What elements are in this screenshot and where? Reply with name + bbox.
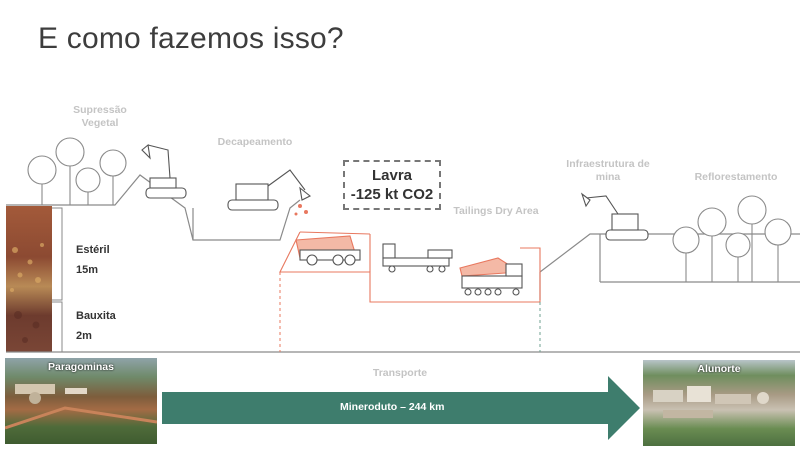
page-title: E como fazemos isso?: [38, 22, 344, 55]
pipeline-label: Mineroduto – 244 km: [340, 401, 445, 413]
stage-supressao-vegetal: Supressão Vegetal: [73, 104, 127, 129]
lavra-box: Lavra -125 kt CO2: [343, 160, 441, 210]
paragominas-scene: [5, 384, 157, 430]
trees-right: [672, 195, 792, 282]
lavra-value: -125 kt CO2: [350, 186, 434, 203]
stage-decapeamento: Decapeamento: [217, 136, 293, 148]
paragominas-photo: Paragominas: [5, 358, 157, 444]
dump-truck: [295, 235, 361, 266]
trees-left: [27, 137, 127, 205]
ore-particles: [294, 204, 308, 216]
transport-label: Transporte: [372, 367, 428, 379]
esteril-label: Estéril: [76, 244, 110, 256]
lavra-title: Lavra: [371, 167, 413, 184]
soil-brackets: [52, 207, 63, 353]
esteril-depth: 15m: [76, 264, 99, 276]
soil-column: [6, 206, 52, 352]
stage-reflorestamento: Reflorestamento: [694, 171, 778, 183]
pipeline-arrow: [162, 376, 640, 440]
excavator-decapeamento: [227, 169, 312, 211]
bauxita-label: Bauxita: [76, 310, 116, 322]
excavator-infraestrutura: [580, 192, 649, 241]
alunorte-label: Alunorte: [697, 363, 741, 375]
excavator-supressao: [141, 143, 187, 199]
bauxita-depth: 2m: [76, 330, 92, 342]
alunorte-photo: Alunorte: [643, 360, 795, 446]
tailings-truck: [459, 257, 523, 296]
soil-texture-dark: [14, 311, 40, 343]
soil-texture: [10, 243, 44, 292]
haul-truck: [382, 243, 453, 273]
stage-infraestrutura-de-mina: Infraestrutura de mina: [566, 158, 650, 183]
alunorte-scene: [653, 386, 769, 418]
stage-tailings-dry-area: Tailings Dry Area: [453, 205, 539, 217]
paragominas-label: Paragominas: [48, 361, 114, 373]
